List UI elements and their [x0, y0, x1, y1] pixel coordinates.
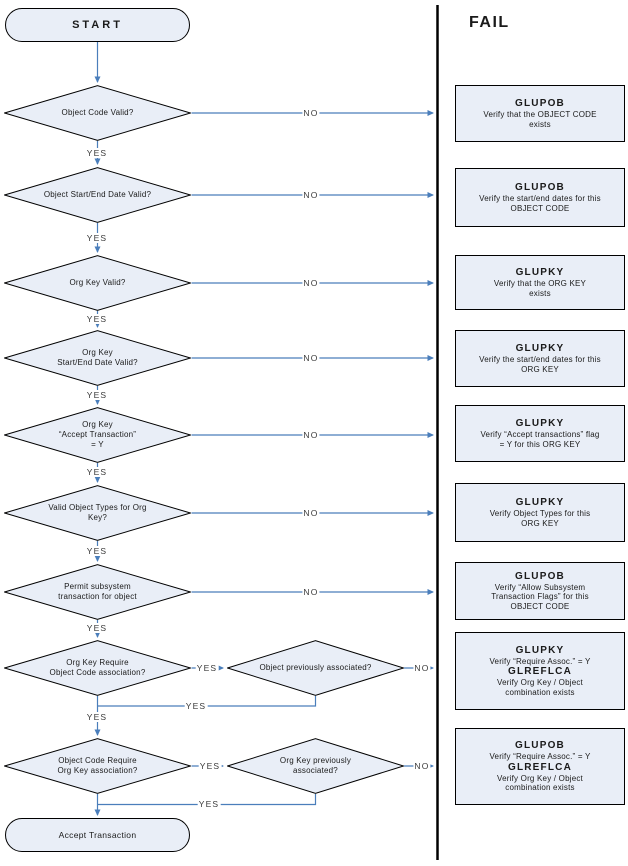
yes-label: YES — [85, 623, 109, 633]
decision-text: Object Code Valid? — [61, 108, 134, 117]
diamond-shape — [4, 330, 191, 386]
fail-box-accept-transactions-flag: GLUPKY Verify “Accept transactions” flag… — [455, 405, 625, 462]
decision-valid-object-types: Valid Object Types for Org Key? — [4, 485, 191, 541]
fail-screen-name: GLUPOB — [515, 182, 565, 193]
yes-label: YES — [85, 546, 109, 556]
decision-text: Org Key Valid? — [69, 278, 126, 287]
decision-text: Org Key “Accept Transaction” = Y — [58, 420, 137, 449]
diamond-shape — [4, 738, 191, 794]
diamond-shape — [4, 564, 191, 620]
fail-instruction: Verify that the OBJECT CODE exists — [483, 110, 597, 129]
no-label: NO — [413, 663, 431, 673]
fail-box-object-code-exists: GLUPOB Verify that the OBJECT CODE exist… — [455, 85, 625, 142]
decision-text: Object Code Require Org Key association? — [57, 756, 138, 775]
no-label: NO — [302, 430, 320, 440]
fail-instruction: Verify the start/end dates for this OBJE… — [479, 194, 601, 213]
diamond-shape — [4, 485, 191, 541]
fail-column-heading: FAIL — [469, 14, 510, 31]
accept-transaction-label: Accept Transaction — [58, 830, 137, 840]
decision-org-key-valid: Org Key Valid? — [4, 255, 191, 311]
fail-box-object-code-require-assoc: GLUPOB Verify “Require Assoc.” = Y GLREF… — [455, 728, 625, 805]
fail-instruction: Verify “Accept transactions” flag = Y fo… — [480, 430, 600, 449]
no-label: NO — [302, 587, 320, 597]
fail-screen-name: GLUPKY — [515, 644, 565, 656]
diamond-shape — [4, 640, 191, 696]
fail-instruction: Verify that the ORG KEY exists — [493, 279, 587, 298]
yes-label: YES — [197, 799, 221, 809]
decision-permit-subsystem-transaction: Permit subsystem transaction for object — [4, 564, 191, 620]
fail-screen-name: GLUPKY — [515, 343, 565, 354]
fail-box-org-key-exists: GLUPKY Verify that the ORG KEY exists — [455, 255, 625, 310]
fail-instruction: Verify “Require Assoc.” = Y — [489, 752, 591, 762]
fail-screen-name: GLUPOB — [515, 570, 565, 582]
fail-screen-name: GLUPKY — [515, 418, 565, 429]
fail-instruction-2: Verify Org Key / Object combination exis… — [497, 773, 583, 793]
diamond-shape — [4, 407, 191, 463]
diamond-shape — [4, 167, 191, 223]
no-label: NO — [302, 353, 320, 363]
yes-label: YES — [184, 701, 208, 711]
diamond-shape — [4, 85, 191, 141]
fail-screen-name-2: GLREFLCA — [507, 666, 573, 678]
fail-screen-name: GLUPOB — [515, 98, 565, 109]
no-label: NO — [413, 761, 431, 771]
decision-text: Org Key Start/End Date Valid? — [57, 348, 138, 367]
fail-instruction: Verify “Require Assoc.” = Y — [489, 656, 591, 666]
fail-box-org-key-dates: GLUPKY Verify the start/end dates for th… — [455, 330, 625, 387]
yes-label: YES — [85, 390, 109, 400]
fail-box-object-types: GLUPKY Verify Object Types for this ORG … — [455, 483, 625, 542]
fail-box-subsystem-flags: GLUPOB Verify “Allow Subsystem Transacti… — [455, 562, 625, 620]
diamond-shape — [4, 255, 191, 311]
no-label: NO — [302, 108, 320, 118]
diamond-shape — [227, 640, 404, 696]
decision-text: Object previously associated? — [259, 663, 372, 672]
yes-label: YES — [85, 314, 109, 324]
decision-org-key-dates-valid: Org Key Start/End Date Valid? — [4, 330, 191, 386]
decision-org-key-previously-associated: Org Key previously associated? — [227, 738, 404, 794]
fail-instruction: Verify the start/end dates for this ORG … — [479, 355, 601, 374]
decision-text: Valid Object Types for Org Key? — [48, 503, 147, 522]
diamond-shape — [227, 738, 404, 794]
decision-text: Object Start/End Date Valid? — [43, 190, 152, 199]
decision-object-code-valid: Object Code Valid? — [4, 85, 191, 141]
yes-label: YES — [198, 761, 222, 771]
yes-merge-connector-8 — [98, 696, 317, 707]
decision-object-code-require-association: Object Code Require Org Key association? — [4, 738, 191, 794]
yes-label: YES — [195, 663, 219, 673]
fail-box-object-code-dates: GLUPOB Verify the start/end dates for th… — [455, 168, 625, 227]
fail-screen-name: GLUPKY — [515, 267, 565, 278]
fail-instruction: Verify “Allow Subsystem Transaction Flag… — [491, 582, 589, 611]
accept-transaction-terminator: Accept Transaction — [5, 818, 190, 852]
start-label: START — [72, 19, 123, 31]
yes-label: YES — [85, 712, 109, 722]
fail-box-org-key-require-assoc: GLUPKY Verify “Require Assoc.” = Y GLREF… — [455, 632, 625, 710]
decision-text: Org Key previously associated? — [279, 756, 352, 775]
fail-instruction-2: Verify Org Key / Object combination exis… — [497, 678, 583, 697]
decision-object-dates-valid: Object Start/End Date Valid? — [4, 167, 191, 223]
start-terminator: START — [5, 8, 190, 42]
yes-label: YES — [85, 467, 109, 477]
fail-screen-name-2: GLREFLCA — [507, 761, 573, 773]
decision-text: Org Key Require Object Code association? — [49, 658, 146, 677]
decision-object-previously-associated: Object previously associated? — [227, 640, 404, 696]
fail-instruction: Verify Object Types for this ORG KEY — [489, 509, 591, 528]
no-label: NO — [302, 190, 320, 200]
decision-text: Permit subsystem transaction for object — [58, 582, 137, 601]
fail-screen-name: GLUPKY — [515, 497, 565, 508]
decision-org-key-require-association: Org Key Require Object Code association? — [4, 640, 191, 696]
yes-label: YES — [85, 233, 109, 243]
no-label: NO — [302, 278, 320, 288]
yes-label: YES — [85, 148, 109, 158]
decision-org-key-accept-transaction: Org Key “Accept Transaction” = Y — [4, 407, 191, 463]
yes-merge-connector-9 — [98, 794, 317, 806]
fail-screen-name: GLUPOB — [515, 740, 565, 752]
no-label: NO — [302, 508, 320, 518]
